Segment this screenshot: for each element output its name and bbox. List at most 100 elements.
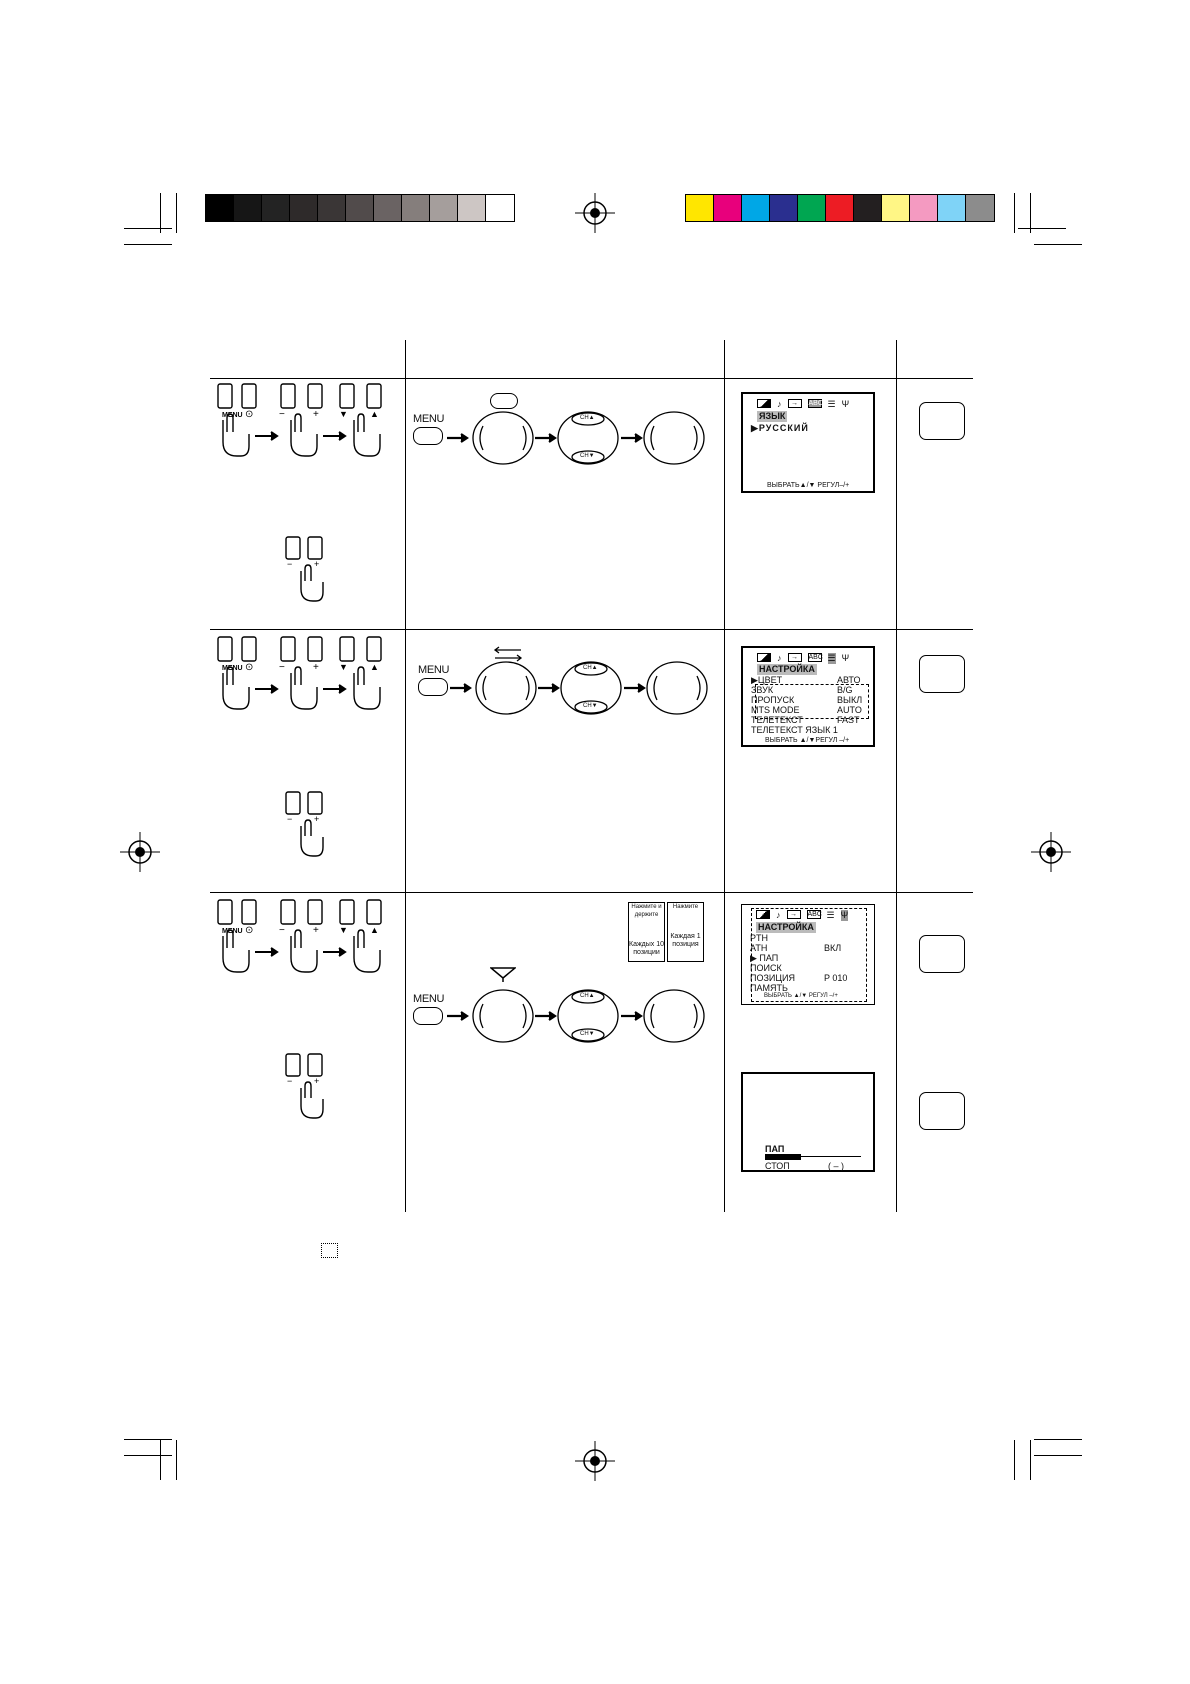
svg-text:−: − [287,814,292,824]
features-icon: ☰ [826,910,835,920]
color-swatch [374,195,402,221]
color-swatch [854,195,882,221]
abc-icon: ABC [807,653,823,662]
picture-icon [757,653,771,662]
page-tab-2 [919,655,965,693]
osd-row-label: ЗВУК [751,685,774,695]
svg-text:MENU: MENU [222,928,243,935]
svg-text:+: + [314,1076,319,1086]
hint-press-card: Нажмите Каждая 1 позиция [667,902,704,962]
osd-row-value: B/G [837,685,853,695]
osd-row-label: ПРОПУСК [751,695,795,705]
color-swatch [458,195,486,221]
svg-text:▼: ▼ [339,662,348,672]
osd-screen-setup: ♪ → ABC ☰ Ψ НАСТРОЙКА ▶ЦВЕТ АВТО ЗВУК B/G ПР… [741,646,875,747]
input-icon: → [787,399,802,408]
flow-ovals-2 [450,661,708,715]
antenna-icon: Ψ [841,399,850,409]
osd-row-label: ТЕЛЕТЕКСТ [751,715,803,725]
svg-text:+: + [314,559,319,569]
sound-icon: ♪ [776,910,781,920]
color-swatch [402,195,430,221]
osd-row-label: ▶ ПАП [750,953,779,963]
svg-text:−: − [279,409,285,420]
svg-text:⊙: ⊙ [245,662,253,673]
svg-text:−: − [279,662,285,673]
volume-keys-3: − + [285,1053,324,1119]
osd-icon-row: ♪ → ABC ☰ Ψ [756,910,849,921]
svg-text:▲: ▲ [370,409,379,419]
osd-screen-search: ПАП СТОП ( – ) [741,1072,875,1172]
osd-row-label: ТЕЛЕТЕКСТ ЯЗЫК 1 [751,725,838,735]
antenna-icon [490,967,516,982]
osd-icon-row: ♪ → ABC ☰ Ψ [757,399,849,410]
abc-icon: ABC [806,910,822,919]
antenna-icon: Ψ [841,653,850,663]
osd-row-value: ВЫКЛ [837,695,863,705]
search-progress-track [765,1156,861,1157]
features-icon: ☰ [827,653,836,664]
svg-text:−: − [287,559,292,569]
osd-row-label: ▶ЦВЕТ [751,675,783,685]
registration-mark-top-icon [575,193,615,233]
svg-text:−: − [279,925,285,936]
osd-row-value: АВТО [837,675,861,685]
sound-icon: ♪ [777,399,782,409]
color-swatch [910,195,938,221]
menu-button [418,678,448,696]
menu-button [413,1007,443,1025]
color-swatch [346,195,374,221]
svg-text:MENU: MENU [222,412,243,419]
color-swatch [826,195,854,221]
page-tab-1 [919,402,965,440]
note-box [321,1243,338,1258]
osd-row-value: ВКЛ [824,943,842,953]
registration-mark-left-icon [120,832,160,872]
osd-dashed-group [755,684,869,719]
antenna-icon: Ψ [840,910,849,921]
page-tab-4 [919,1092,965,1130]
osd-row-label: ПАМЯТЬ [750,983,788,993]
osd-row-label: PTH [750,933,768,943]
sound-icon: ♪ [777,653,782,663]
volume-keys-1: − + [285,536,324,602]
swap-arrows-icon [493,646,523,662]
remote-sequence-1: MENU ⊙ − + ▼ ▲ [217,383,382,457]
remote-sequence-3: MENU ⊙ − + ▼ ▲ [217,899,382,973]
osd-footer: ВЫБРАТЬ ▲/▼ РЕГУЛ –/+ [764,993,838,999]
flow-ovals-1 [447,411,705,465]
search-label: ПАП [765,1144,785,1154]
search-progress-fill [765,1154,801,1160]
svg-text:MENU: MENU [222,665,243,672]
volume-keys-2: − + [285,791,324,857]
color-swatch [318,195,346,221]
search-stop-value: ( – ) [828,1161,845,1171]
ch-up-label: CH▲ [583,665,598,671]
input-icon: → [786,910,801,919]
input-icon: → [787,653,802,662]
top-small-button [490,393,518,409]
osd-footer: ВЫБРАТЬ ▲/▼РЕГУЛ –/+ [765,737,850,744]
osd-screen-language: ♪ → ABC ☰ Ψ ЯЗЫК ▶РУССКИЙ ВЫБРАТЬ▲/▼ РЕГ… [741,392,875,493]
osd-selected-item: ▶РУССКИЙ [751,423,809,433]
osd-title: ЯЗЫК [757,411,788,422]
color-swatch [714,195,742,221]
osd-row-value: P 010 [824,973,848,983]
osd-row-label: ATH [750,943,768,953]
svg-text:+: + [313,409,319,420]
svg-text:+: + [313,662,319,673]
color-swatch [938,195,966,221]
svg-text:+: + [313,925,319,936]
color-swatch [742,195,770,221]
osd-title: НАСТРОЙКА [757,664,817,675]
hint-press-top: Нажмите [672,904,699,910]
color-swatch [486,195,514,221]
osd-title: НАСТРОЙКА [756,922,816,933]
ch-down-label: CH▼ [580,453,595,459]
svg-text:⊙: ⊙ [245,409,253,420]
color-swatch [430,195,458,221]
svg-text:▼: ▼ [339,925,348,935]
grayscale-color-bar [205,194,515,222]
flow-ovals-3 [447,989,705,1043]
